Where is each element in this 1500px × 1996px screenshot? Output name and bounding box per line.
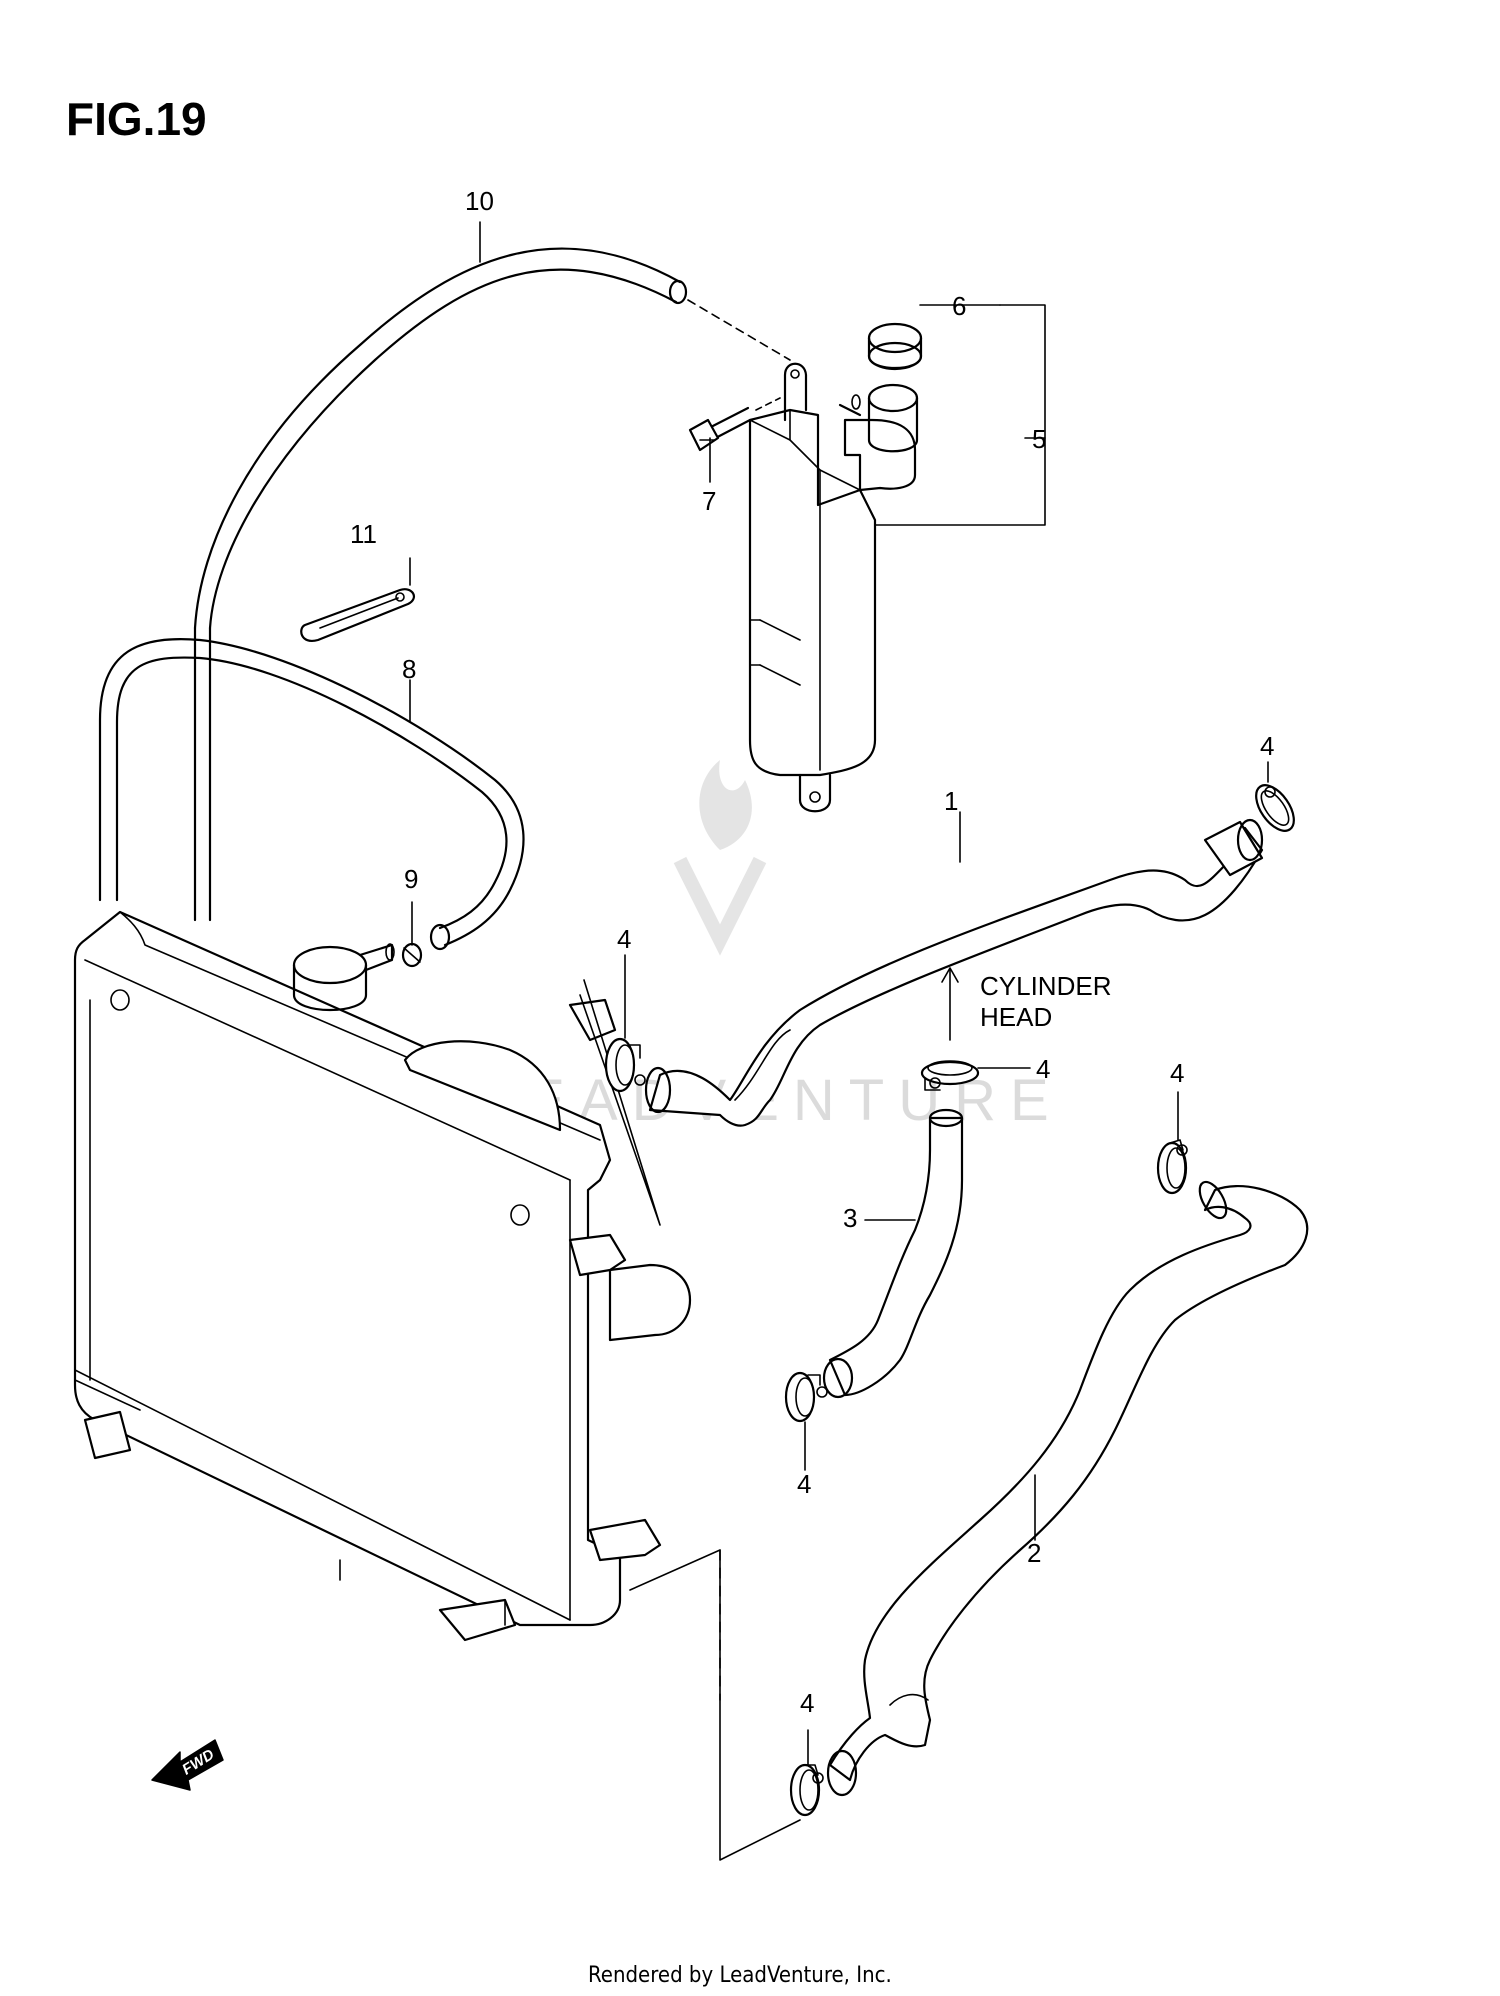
callout-4-hose2-bottom: 4 (800, 1688, 814, 1718)
callout-4-hose3-bottom: 4 (797, 1469, 811, 1499)
hose-3 (822, 1108, 964, 1399)
callout-3: 3 (843, 1203, 857, 1233)
reservoir-tank-5 (748, 362, 919, 813)
callout-4-cylinder: 4 (1036, 1054, 1050, 1084)
callout-4-hose1: 4 (617, 924, 631, 954)
bolt-7 (688, 397, 781, 452)
hose-8 (98, 638, 525, 951)
callout-9: 9 (404, 864, 418, 894)
callout-6: 6 (952, 291, 966, 321)
cap-6 (867, 322, 923, 371)
callout-11: 11 (350, 519, 377, 549)
callout-4-hose2-top: 4 (1170, 1058, 1184, 1088)
radiator (73, 910, 692, 1642)
clamp-4-hose2-bottom (789, 1763, 824, 1817)
callout-8: 8 (402, 654, 416, 684)
clamp-4-hose3-top (920, 1060, 980, 1091)
clamp-4-hose2-top (1156, 1139, 1188, 1195)
callout-2: 2 (1027, 1538, 1041, 1568)
clamp-4-hose1-right (1255, 784, 1295, 832)
overflow-hose-10 (193, 247, 791, 922)
callout-4-top-right: 4 (1260, 731, 1274, 761)
hose-1 (644, 818, 1264, 1127)
fwd-arrow-icon: FWD (151, 1739, 224, 1791)
cylinder-head-arrow (941, 967, 959, 1041)
callout-7: 7 (702, 486, 716, 516)
cylinder-head-label-line2: HEAD (980, 1002, 1052, 1032)
callout-5: 5 (1032, 424, 1046, 454)
figure-title: FIG.19 (66, 93, 207, 145)
clamp-9 (401, 942, 423, 968)
bracket-11 (300, 588, 415, 643)
callout-10: 10 (465, 186, 494, 216)
clamp-4-hose1-left (604, 1037, 646, 1093)
hose-2 (826, 1180, 1309, 1797)
footer-credit: Rendered by LeadVenture, Inc. (588, 1963, 892, 1988)
clamp-4-hose3-bottom (784, 1371, 828, 1423)
callout-1: 1 (944, 786, 958, 816)
cylinder-head-label-line1: CYLINDER (980, 971, 1111, 1001)
leader-lines (409, 221, 1269, 1766)
